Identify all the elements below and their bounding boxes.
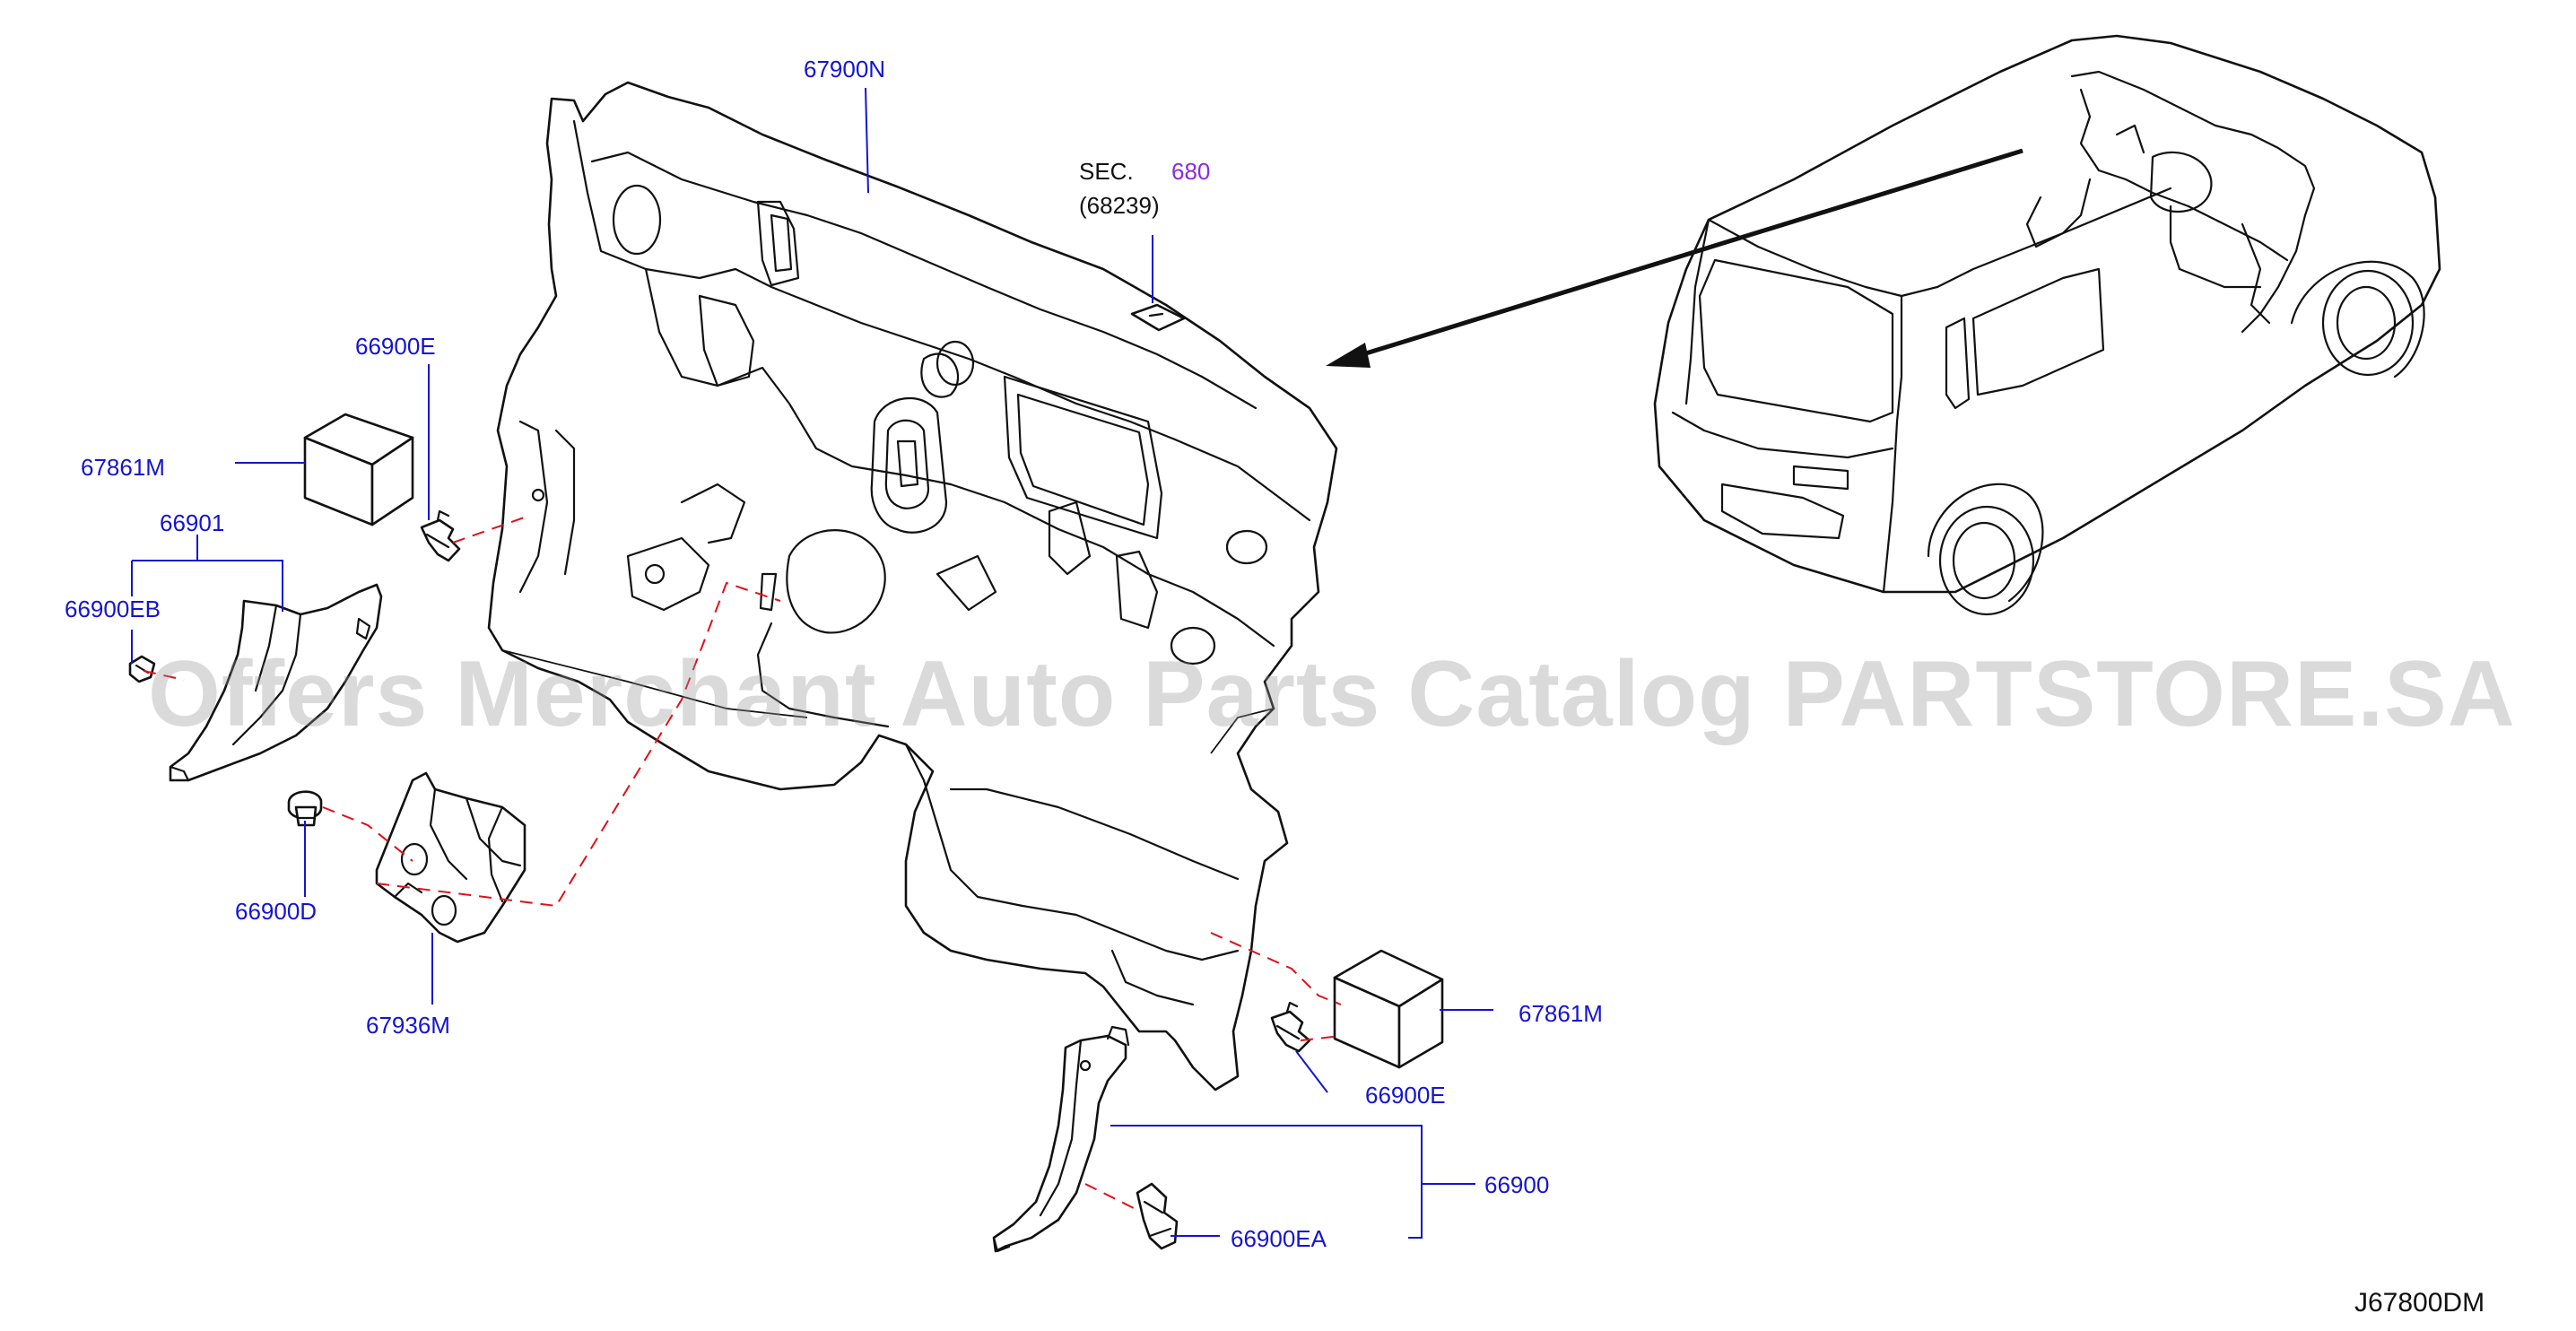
section-ref-prefix: SEC. — [1079, 158, 1134, 185]
callout-bracket[interactable]: 67936M — [366, 1012, 450, 1039]
pad-part — [1333, 949, 1444, 1069]
callout-clip-left-eb[interactable]: 66900EB — [65, 596, 161, 622]
callout-pad-right[interactable]: 67861M — [1519, 1000, 1603, 1027]
finisher-part — [992, 1025, 1130, 1253]
callout-clip-right-ea[interactable]: 66900EA — [1231, 1225, 1327, 1252]
clip-part — [1136, 1182, 1179, 1250]
bracket-part — [375, 771, 527, 944]
leader-lines — [131, 87, 1493, 1239]
drawing-code: J67800DM — [2354, 1288, 2485, 1318]
section-ref-number[interactable]: 680 — [1171, 158, 1211, 185]
callout-finisher-right[interactable]: 66900 — [1484, 1171, 1550, 1198]
finisher-part — [169, 583, 383, 782]
clip-part — [420, 509, 461, 562]
callout-pad-left[interactable]: 67861M — [81, 454, 165, 481]
section-clip-part — [1130, 303, 1186, 332]
callout-dash-insulator[interactable]: 67900N — [804, 56, 886, 83]
callout-grommet[interactable]: 66900D — [235, 898, 318, 925]
callout-finisher-left[interactable]: 66901 — [160, 509, 225, 536]
vehicle-icon — [1653, 34, 2441, 616]
clip-part — [1270, 1001, 1311, 1053]
callout-clip-upper-left[interactable]: 66900E — [355, 333, 436, 360]
watermark-text: Offers Merchant Auto Parts Catalog PARTS… — [148, 642, 2516, 746]
assembly-dashed-lines — [143, 515, 1342, 1212]
section-ref-sub: (68239) — [1079, 192, 1160, 219]
callout-clip-lower-right[interactable]: 66900E — [1365, 1082, 1446, 1109]
pointer-arrow-icon — [1326, 148, 2023, 368]
dash-insulator-part — [487, 81, 1338, 1092]
clip-part — [128, 655, 156, 683]
grommet-part — [287, 790, 323, 827]
pad-part — [303, 413, 414, 526]
